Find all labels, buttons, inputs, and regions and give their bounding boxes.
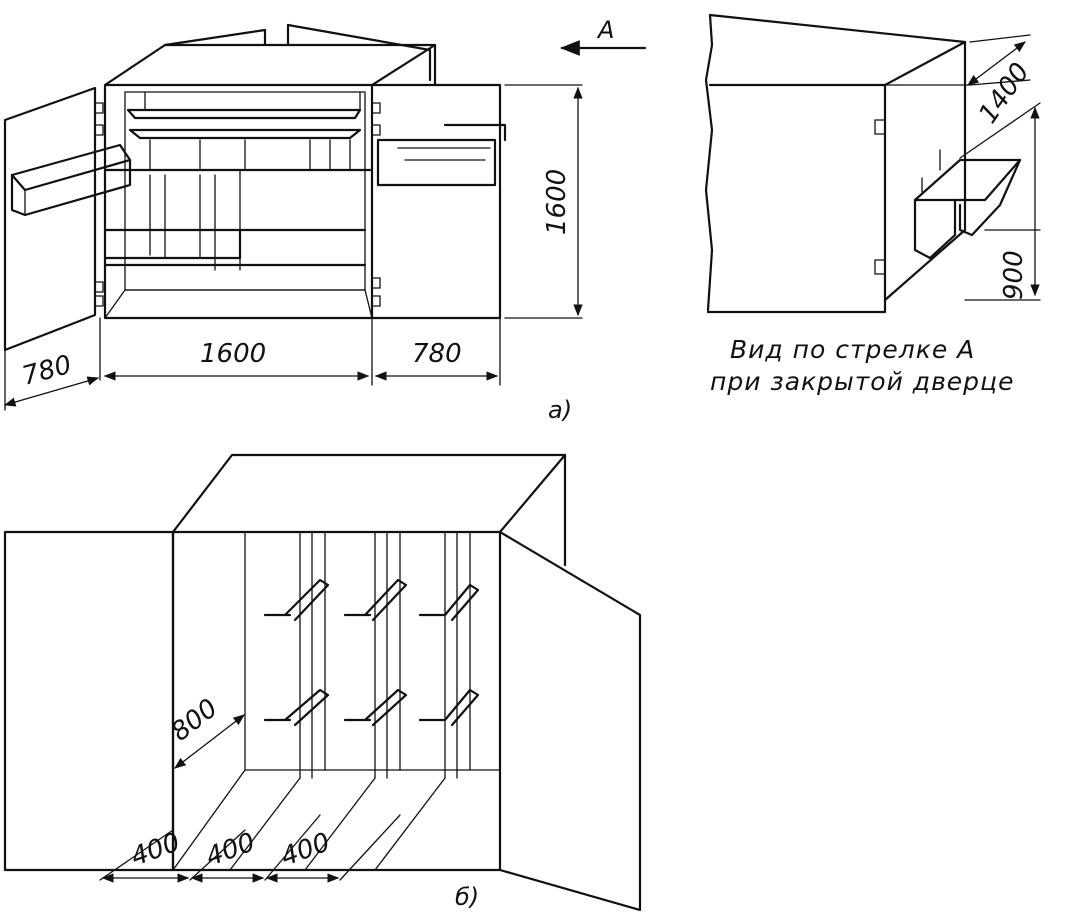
side-view-caption-line1: Вид по стрелке А bbox=[730, 335, 975, 364]
figure-b-dimensions: 800 400 400 400 б) bbox=[99, 693, 479, 911]
cabinet-open-view bbox=[3, 23, 507, 352]
dim-side-height: 900 bbox=[999, 250, 1029, 300]
cabinet-side-view: 1400 900 Вид по стрелке А при закрытой д… bbox=[704, 13, 1041, 396]
dim-right-door-a: 780 bbox=[412, 339, 462, 369]
dim-depth-b: 800 bbox=[166, 693, 224, 747]
figure-a-dimensions: 780 1600 780 1600 А а) bbox=[3, 16, 647, 424]
dim-left-door-a: 780 bbox=[19, 350, 75, 392]
dim-bay-3: 400 bbox=[277, 827, 334, 872]
figure-b-label: б) bbox=[455, 883, 479, 911]
view-arrow-label: А bbox=[596, 16, 614, 44]
figure-a-label: а) bbox=[548, 396, 572, 424]
dim-width-a: 1600 bbox=[200, 339, 266, 369]
dim-side-depth: 1400 bbox=[973, 58, 1036, 129]
dim-height-a: 1600 bbox=[542, 169, 572, 235]
side-view-caption-line2: при закрытой дверце bbox=[710, 367, 1014, 396]
dim-bay-2: 400 bbox=[202, 827, 259, 872]
cabinet-rack-view bbox=[3, 453, 642, 912]
